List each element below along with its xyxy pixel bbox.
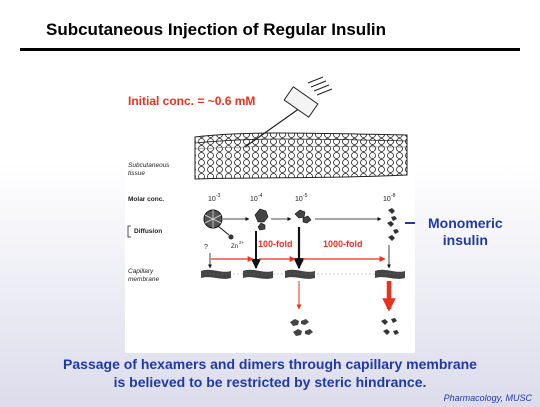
dimer-icon (294, 209, 312, 224)
svg-text:2+: 2+ (239, 240, 245, 245)
svg-text:-4: -4 (258, 193, 263, 199)
subcutaneous-label: Subcutaneous (128, 162, 170, 169)
figure-canvas: Initial conc. = ~0.6 mM Subcutaneous tis… (127, 76, 415, 336)
title-underline (20, 48, 520, 51)
capillary-label: Capillary (128, 268, 154, 275)
svg-text:-5: -5 (303, 193, 308, 199)
capillary-membrane (201, 269, 405, 279)
slide-title: Subcutaneous Injection of Regular Insuli… (46, 20, 387, 39)
monomer-icons (387, 208, 399, 241)
slide-caption: Passage of hexamers and dimers through c… (0, 355, 540, 391)
zinc-label: Zn 2+ (231, 240, 245, 250)
fold-100-label: 100-fold (258, 239, 293, 249)
absorbed-dimers (290, 319, 313, 336)
molar-conc-label: Molar conc. (128, 196, 164, 203)
conc-value-1: 10 -3 (208, 193, 221, 203)
tissue-label: tissue (128, 170, 145, 177)
svg-text:Zn: Zn (231, 244, 238, 250)
svg-text:10: 10 (208, 196, 216, 203)
monomeric-insulin-label: Monomeric insulin (428, 215, 503, 248)
caption-line-2: is believed to be restricted by steric h… (113, 374, 427, 390)
question-mark: ? (204, 244, 208, 251)
membrane-label: membrane (128, 276, 159, 283)
conc-value-4: 10 -8 (383, 193, 396, 203)
initial-conc-label: Initial conc. = ~0.6 mM (128, 94, 255, 108)
svg-text:-3: -3 (216, 193, 221, 199)
svg-text:-8: -8 (391, 193, 396, 199)
svg-text:10: 10 (250, 196, 258, 203)
conc-value-3: 10 -5 (295, 193, 308, 203)
conc-value-2: 10 -4 (250, 193, 263, 203)
hexamer-icon (203, 209, 234, 240)
fold-1000-label: 1000-fold (323, 239, 363, 249)
slide-footer: Pharmacology, MUSC (443, 393, 532, 403)
diffusion-bracket (127, 225, 131, 238)
svg-text:10: 10 (295, 196, 303, 203)
diffusion-label: Diffusion (134, 228, 162, 235)
caption-line-1: Passage of hexamers and dimers through c… (63, 356, 477, 372)
partial-hexamer-icon (254, 208, 269, 231)
svg-text:10: 10 (383, 196, 391, 203)
insulin-absorption-figure: Initial conc. = ~0.6 mM Subcutaneous tis… (125, 75, 415, 353)
absorbed-monomers (381, 318, 399, 335)
subcutaneous-tissue-band (194, 132, 408, 180)
